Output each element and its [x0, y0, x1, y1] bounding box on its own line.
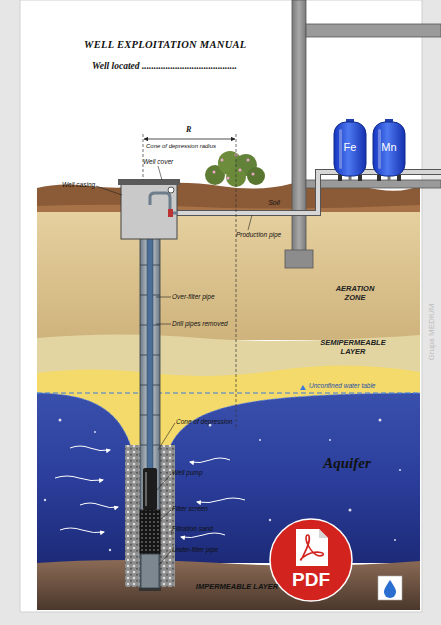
filter-screen: [140, 510, 160, 554]
well-chamber: [121, 183, 177, 239]
pump-highlight: [145, 472, 147, 506]
node-text: Fe: [333, 141, 367, 154]
aeration-zone: [37, 208, 420, 340]
chamber-pipe: [150, 193, 178, 213]
node-text: PDF: [269, 569, 353, 591]
valve-red: [168, 209, 173, 217]
impermeable-layer: [37, 560, 420, 610]
wall-footing: [285, 250, 313, 268]
callout-label: Filter screen: [172, 505, 208, 512]
well-cover: [118, 179, 180, 185]
bush: [205, 151, 265, 187]
page-sheet: [20, 0, 422, 612]
dimension-label: R: [186, 126, 191, 135]
sand-layer: [37, 365, 420, 395]
callout-label: Production pipe: [236, 231, 281, 238]
well-pump: [143, 468, 157, 510]
callout-label: Well casing: [62, 181, 95, 188]
pdf-badge: PDF: [269, 518, 353, 602]
riser-pipe: [147, 200, 153, 470]
water-bubbles: [44, 419, 401, 552]
callout-label: Over-filter pipe: [172, 293, 215, 300]
node-text: Soil: [259, 199, 289, 207]
soil-band: Soil: [37, 186, 420, 210]
diagram-title: WELL EXPLOITATION MANUAL: [84, 39, 247, 51]
callout-label: Cone of depression: [176, 418, 232, 425]
callout-label: Under-filter pipe: [172, 546, 218, 553]
callout-label: Well pump: [172, 469, 203, 476]
building-slab: [306, 180, 441, 188]
callout-label: Drill pipes removed: [172, 320, 228, 327]
node-text: SEMIPERMEABLE LAYER: [317, 339, 389, 356]
node-text: Mn: [372, 141, 406, 154]
node-text: IMPERMEABLE LAYER: [177, 583, 297, 592]
filter-tank: Mn: [372, 119, 406, 181]
semipermeable-layer: [37, 335, 420, 396]
callout-label: Well cover: [143, 158, 173, 165]
callout-label: Filtration sand: [172, 525, 213, 532]
radius-arrow: [144, 139, 235, 140]
publisher-logo: [378, 576, 402, 600]
production-pipe: [176, 172, 441, 213]
leader-lines: [96, 166, 252, 565]
production-pipe-outline: [176, 172, 441, 213]
node-text: Aquifer: [307, 455, 387, 472]
node-text: AERATION ZONE: [329, 285, 381, 302]
cone-sand: [37, 393, 420, 472]
watermark: Grupa MEDIUM: [428, 304, 437, 361]
pipe-cap: [139, 588, 161, 591]
valve: [168, 187, 174, 193]
location-line: Well located ...........................…: [92, 61, 237, 71]
impermeable-band: IMPERMEABLE LAYER: [37, 560, 420, 610]
dimension-label: Cone of depression radius: [146, 143, 216, 150]
water-table-line: [37, 393, 420, 394]
aquifer-water: [37, 393, 420, 563]
building-beam: [306, 24, 441, 37]
cone-line: [37, 393, 420, 472]
under-filter-pipe: [141, 554, 159, 588]
water-table-symbol: [300, 385, 306, 390]
water-table-label: Unconfined water table: [309, 382, 376, 389]
aeration-band: AERATION ZONE: [37, 212, 420, 337]
radius-guides: [143, 134, 236, 430]
filter-tank: Fe: [333, 119, 367, 181]
